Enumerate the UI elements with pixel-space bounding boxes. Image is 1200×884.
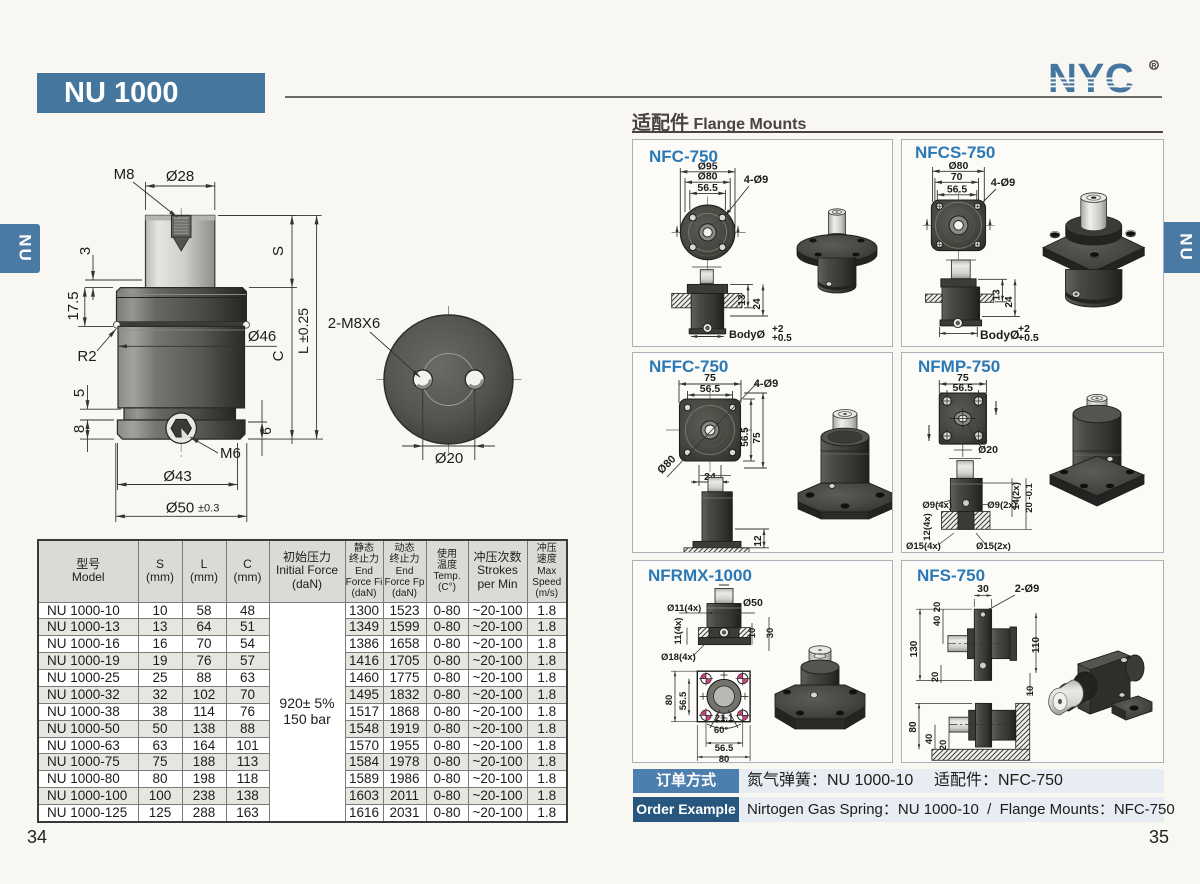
svg-text:20: 20 — [930, 672, 941, 683]
svg-text:R: R — [1151, 63, 1156, 70]
svg-text:56.5: 56.5 — [953, 382, 974, 394]
svg-text:17.5: 17.5 — [65, 291, 82, 320]
svg-text:+2: +2 — [772, 324, 784, 335]
svg-text:6: 6 — [258, 427, 274, 435]
svg-text:11(4x): 11(4x) — [673, 618, 684, 645]
svg-text:20: 20 — [932, 602, 943, 613]
svg-text:BodyØ: BodyØ — [729, 329, 766, 341]
svg-text:56.5: 56.5 — [947, 183, 968, 195]
svg-text:BodyØ: BodyØ — [980, 328, 1019, 342]
svg-text:24: 24 — [752, 298, 763, 310]
svg-text:C: C — [270, 350, 287, 361]
svg-text:80: 80 — [908, 721, 919, 733]
svg-text:12(4x): 12(4x) — [922, 513, 933, 540]
svg-text:2-Ø9: 2-Ø9 — [1015, 583, 1039, 595]
svg-text:70: 70 — [951, 171, 963, 183]
svg-text:60°: 60° — [714, 725, 729, 736]
svg-text:56.5: 56.5 — [678, 691, 689, 710]
svg-text:S: S — [270, 246, 287, 256]
svg-text:8: 8 — [71, 425, 88, 433]
svg-text:24: 24 — [704, 471, 716, 483]
svg-text:Ø9(2x): Ø9(2x) — [987, 500, 1017, 511]
svg-text:NFFC-750: NFFC-750 — [649, 357, 728, 376]
svg-text:30: 30 — [977, 583, 989, 595]
svg-text:10: 10 — [747, 628, 758, 639]
svg-text:56.5: 56.5 — [715, 743, 734, 754]
svg-text:Ø15(4x): Ø15(4x) — [906, 541, 941, 552]
svg-text:4-Ø9: 4-Ø9 — [744, 174, 768, 186]
svg-text:M6: M6 — [220, 445, 241, 462]
svg-text:Ø18(4x): Ø18(4x) — [661, 652, 696, 663]
svg-text:R2: R2 — [77, 348, 96, 365]
svg-text:+0.5: +0.5 — [772, 333, 792, 344]
svg-text:24: 24 — [1004, 296, 1015, 308]
svg-text:56.5: 56.5 — [700, 383, 721, 395]
svg-text:Ø80: Ø80 — [949, 160, 969, 172]
svg-text:Ø15(2x): Ø15(2x) — [976, 541, 1011, 552]
svg-text:Ø11(4x): Ø11(4x) — [667, 603, 701, 614]
svg-text:21.1: 21.1 — [715, 713, 734, 724]
svg-text:130: 130 — [909, 640, 920, 657]
svg-text:13: 13 — [992, 289, 1003, 301]
svg-text:2-M8X6: 2-M8X6 — [328, 315, 381, 332]
svg-text:M8: M8 — [114, 166, 135, 183]
svg-text:+2: +2 — [1018, 323, 1030, 335]
svg-text:40: 40 — [932, 616, 943, 627]
svg-text:12: 12 — [753, 535, 764, 547]
svg-text:56.5: 56.5 — [697, 182, 718, 194]
svg-text:Ø28: Ø28 — [166, 168, 194, 185]
svg-text:20: 20 — [938, 740, 949, 751]
svg-text:40: 40 — [924, 734, 935, 745]
svg-text:Ø95: Ø95 — [698, 160, 718, 172]
svg-text:20 -0.1: 20 -0.1 — [1024, 482, 1035, 512]
svg-text:75: 75 — [957, 372, 969, 384]
svg-text:5: 5 — [71, 389, 88, 397]
svg-text:75: 75 — [704, 372, 716, 384]
svg-text:13: 13 — [737, 294, 748, 306]
svg-text:14(2x): 14(2x) — [1011, 482, 1022, 509]
svg-text:75: 75 — [752, 432, 763, 444]
svg-text:Ø20: Ø20 — [978, 444, 998, 456]
svg-text:Ø43: Ø43 — [163, 468, 191, 485]
svg-text:NFRMX-1000: NFRMX-1000 — [648, 566, 752, 585]
svg-text:80: 80 — [664, 695, 675, 706]
svg-text:Ø50: Ø50 — [166, 500, 194, 517]
svg-text:Ø46: Ø46 — [248, 328, 276, 345]
svg-text:30: 30 — [765, 628, 776, 639]
svg-text:Ø50: Ø50 — [743, 597, 763, 609]
svg-text:Ø80: Ø80 — [655, 453, 678, 476]
svg-text:+0.5: +0.5 — [1018, 332, 1039, 344]
svg-text:NFMP-750: NFMP-750 — [918, 357, 1000, 376]
svg-text:NFS-750: NFS-750 — [917, 566, 985, 585]
svg-text:NFC-750: NFC-750 — [649, 147, 718, 166]
svg-text:L ±0.25: L ±0.25 — [295, 308, 311, 354]
svg-text:3: 3 — [77, 247, 94, 255]
svg-text:Ø9(4x): Ø9(4x) — [922, 500, 952, 511]
svg-text:4-Ø9: 4-Ø9 — [991, 177, 1015, 189]
svg-text:10: 10 — [1025, 686, 1036, 697]
svg-text:Ø80: Ø80 — [698, 171, 718, 183]
svg-text:56.5: 56.5 — [740, 427, 751, 447]
svg-text:±0.3: ±0.3 — [198, 503, 219, 515]
svg-text:80: 80 — [719, 754, 730, 762]
svg-text:4-Ø9: 4-Ø9 — [754, 378, 778, 390]
svg-text:110: 110 — [1031, 636, 1042, 653]
svg-text:Ø20: Ø20 — [435, 450, 463, 467]
svg-text:NFCS-750: NFCS-750 — [915, 143, 995, 162]
